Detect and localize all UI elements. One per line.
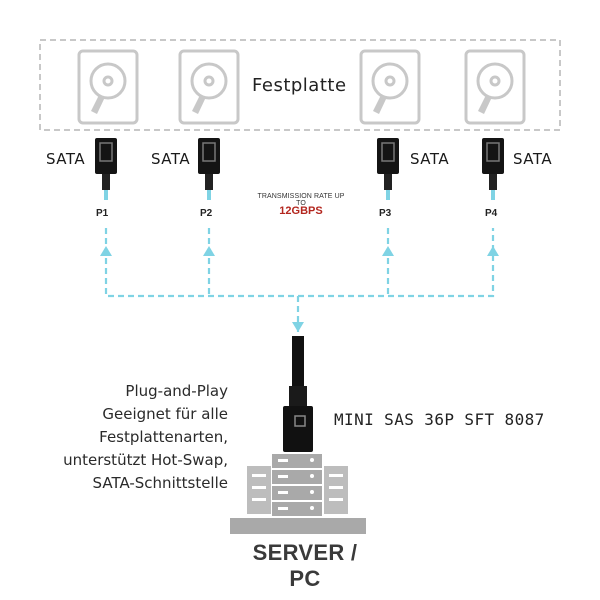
sata-label-p2: SATA bbox=[151, 150, 191, 168]
sata-connector bbox=[95, 138, 117, 200]
feature-list: Plug-and-Play Geeignet für alle Festplat… bbox=[28, 380, 228, 495]
transmission-value: 12GBPS bbox=[279, 205, 323, 217]
hard-drive-icon bbox=[178, 49, 240, 125]
feature-line: unterstützt Hot-Swap, bbox=[63, 451, 228, 469]
hard-drive-icon bbox=[359, 49, 421, 125]
feature-line: Festplattenarten, bbox=[99, 428, 228, 446]
hard-drive-icon bbox=[464, 49, 526, 125]
signal-path bbox=[104, 228, 495, 336]
arrow-down-icon bbox=[292, 322, 304, 332]
feature-line: Geeignet für alle bbox=[102, 405, 228, 423]
sata-label-p1: SATA bbox=[46, 150, 86, 168]
port-label-p3: P3 bbox=[379, 208, 392, 219]
feature-line: Plug-and-Play bbox=[125, 382, 228, 400]
arrow-up-icon bbox=[100, 246, 499, 256]
drive-group-box bbox=[39, 39, 561, 131]
hard-drive-icon bbox=[77, 49, 139, 125]
connector-label: MINI SAS 36P SFT 8087 bbox=[334, 410, 545, 429]
drive-group-title: Festplatte bbox=[252, 75, 347, 96]
port-label-p2: P2 bbox=[200, 208, 213, 219]
sata-connector bbox=[377, 138, 399, 200]
sata-connector bbox=[198, 138, 220, 200]
feature-line: SATA-Schnittstelle bbox=[92, 474, 228, 492]
port-label-p4: P4 bbox=[485, 208, 498, 219]
port-label-p1: P1 bbox=[96, 208, 109, 219]
sata-connector bbox=[482, 138, 504, 200]
server-label: SERVER / PC bbox=[252, 540, 358, 591]
sata-label-p3: SATA bbox=[410, 150, 450, 168]
transmission-caption: TRANSMISSION RATE UP TO bbox=[257, 193, 345, 207]
mini-sas-connector bbox=[283, 336, 313, 452]
sata-label-p4: SATA bbox=[513, 150, 553, 168]
server-icon bbox=[230, 454, 366, 534]
